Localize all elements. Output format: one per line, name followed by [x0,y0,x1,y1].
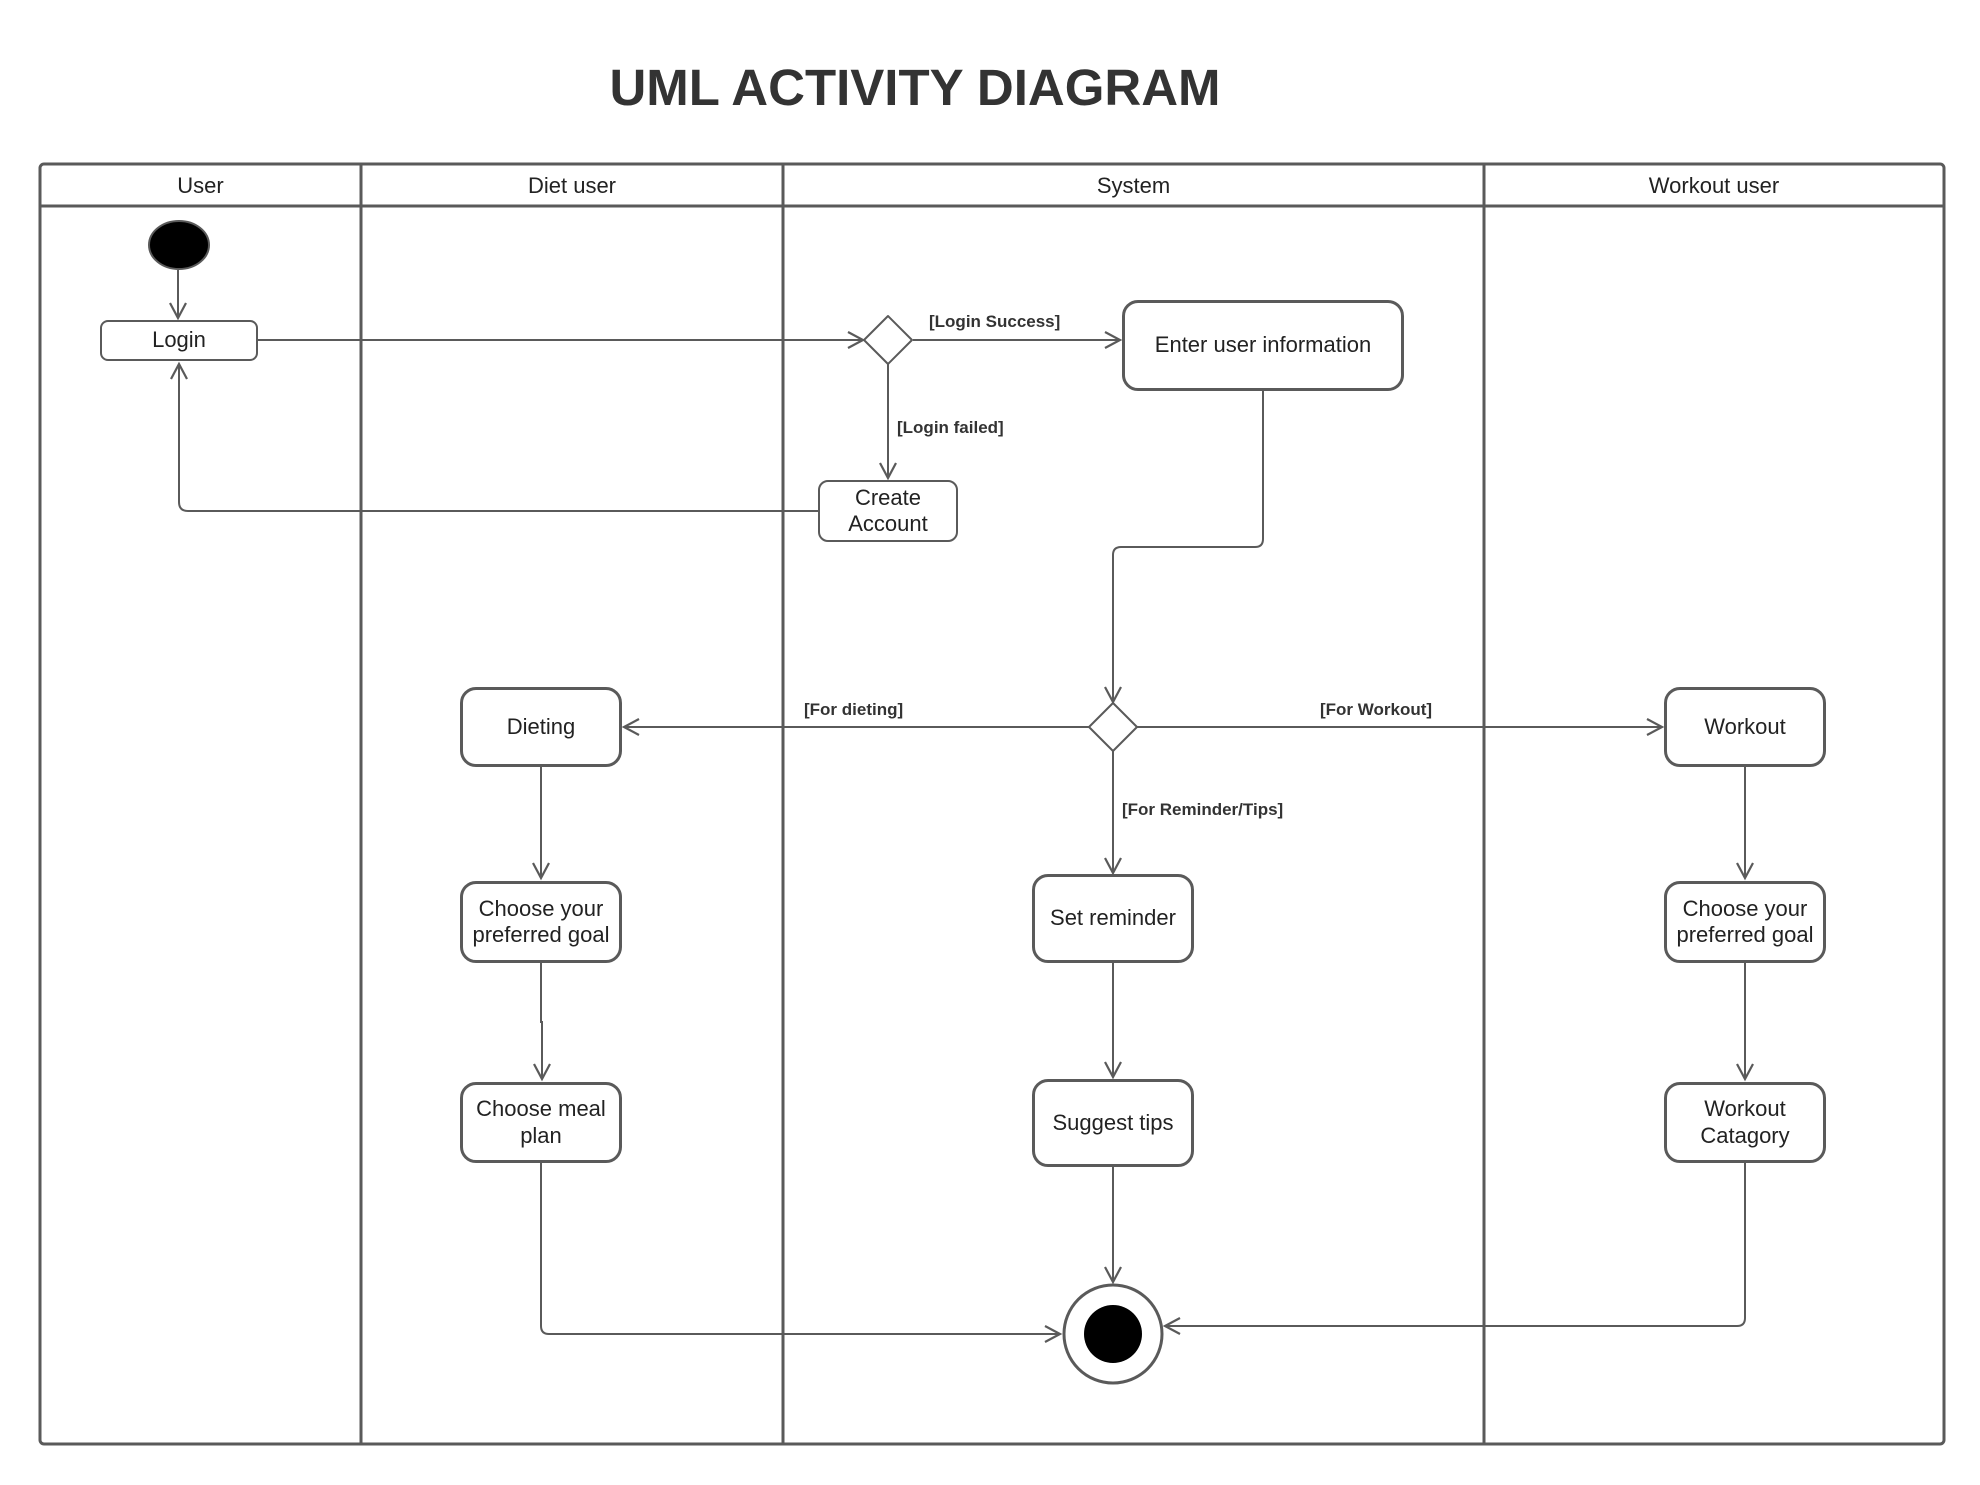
suggest-tips-activity: Suggest tips [1032,1079,1194,1167]
lane-label-workout-user: Workout user [1648,173,1780,198]
diet-choose-goal-activity: Choose your preferred goal [460,881,622,963]
workout-activity: Workout [1664,687,1826,767]
workout-choose-goal-activity: Choose your preferred goal [1664,881,1826,963]
swimlane-frame [38,162,1946,1446]
lane-label-diet-user: Diet user [527,173,617,198]
guard-for-workout: [For Workout] [1320,700,1433,719]
control-flows [169,270,1754,1343]
workout-category-activity: Workout Catagory [1664,1082,1826,1163]
flow-meal-plan-to-end [540,1163,1063,1343]
guard-login-failed: [Login failed] [897,418,1004,437]
flow-category-to-end [1162,1163,1746,1335]
swimlane-outer-border [38,162,1946,1446]
create-account-activity: Create Account [818,480,958,542]
choose-meal-plan-activity: Choose meal plan [460,1082,622,1163]
diagram-title: UML ACTIVITY DIAGRAM [609,59,1221,116]
set-reminder-activity: Set reminder [1032,874,1194,963]
flow-create-account-to-login [170,361,818,512]
login-decision-diamond [863,315,913,365]
initial-node [148,220,210,270]
lane-label-user: User [177,173,224,198]
lane-label-system: System [1096,173,1171,198]
login-activity: Login [100,320,258,361]
flow-diet-goal-to-meal-plan [533,963,551,1082]
guard-for-reminder-tips: [For Reminder/Tips] [1122,800,1284,819]
final-node-dot [1084,1305,1142,1363]
enter-user-information-activity: Enter user information [1122,300,1404,391]
flow-user-info-to-type-decision [1104,391,1264,705]
guard-for-dieting: [For dieting] [804,700,904,719]
user-type-decision-diamond [1088,702,1138,752]
guard-login-success: [Login Success] [929,312,1061,331]
dieting-activity: Dieting [460,687,622,767]
